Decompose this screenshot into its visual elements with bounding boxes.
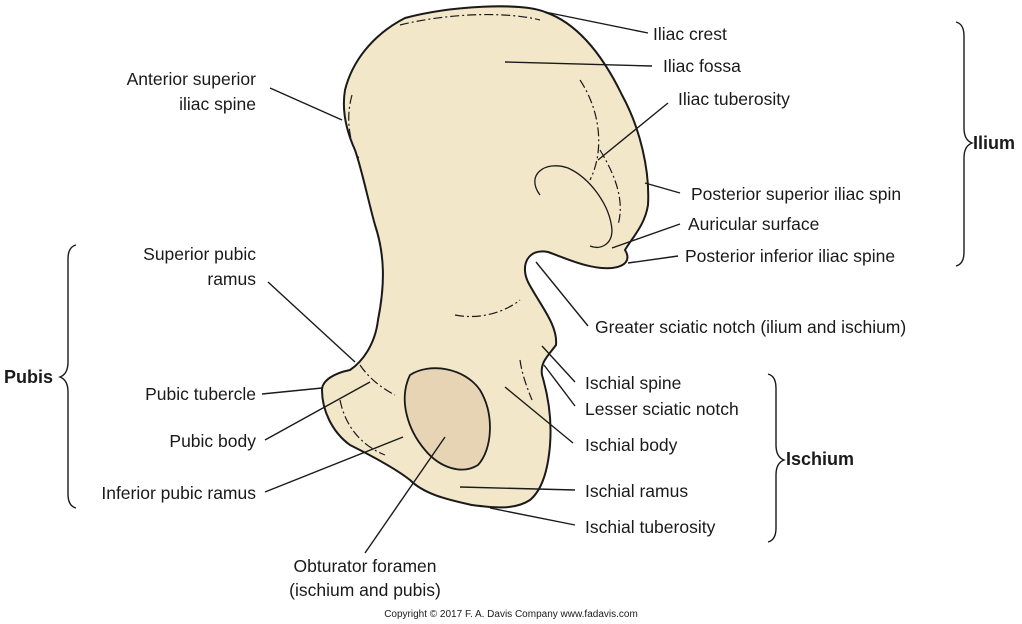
label-obturator-line2: (ischium and pubis) [250,579,480,601]
label-ischial-spine: Ischial spine [585,372,681,394]
ilium-brace [956,22,972,266]
group-label-pubis: Pubis [4,366,53,388]
group-label-ilium: Ilium [973,132,1015,154]
label-iliac-tuberosity: Iliac tuberosity [678,88,790,110]
label-superior-pubic-ramus-line1: Superior pubic [60,243,256,265]
label-lesser-sciatic-notch: Lesser sciatic notch [585,398,739,420]
label-auricular-surface: Auricular surface [688,213,819,235]
label-piis: Posterior inferior iliac spine [685,245,895,267]
label-asis-line1: Anterior superior [60,68,256,90]
label-ischial-body: Ischial body [585,434,677,456]
label-superior-pubic-ramus-line2: ramus [60,268,256,290]
label-iliac-fossa: Iliac fossa [663,55,741,77]
label-psis: Posterior superior iliac spin [691,183,901,205]
ischium-brace [768,374,784,542]
label-pubic-tubercle: Pubic tubercle [60,383,256,405]
copyright-notice: Copyright © 2017 F. A. Davis Company www… [0,609,1022,621]
label-pubic-body: Pubic body [60,430,256,452]
label-iliac-crest: Iliac crest [653,23,727,45]
label-asis-line2: iliac spine [60,93,256,115]
group-label-ischium: Ischium [786,448,854,470]
label-obturator-line1: Obturator foramen [250,555,480,577]
label-ischial-ramus: Ischial ramus [585,480,688,502]
label-ischial-tuberosity: Ischial tuberosity [585,516,715,538]
label-greater-sciatic-notch: Greater sciatic notch (ilium and ischium… [595,316,906,338]
label-inferior-pubic-ramus: Inferior pubic ramus [40,482,256,504]
